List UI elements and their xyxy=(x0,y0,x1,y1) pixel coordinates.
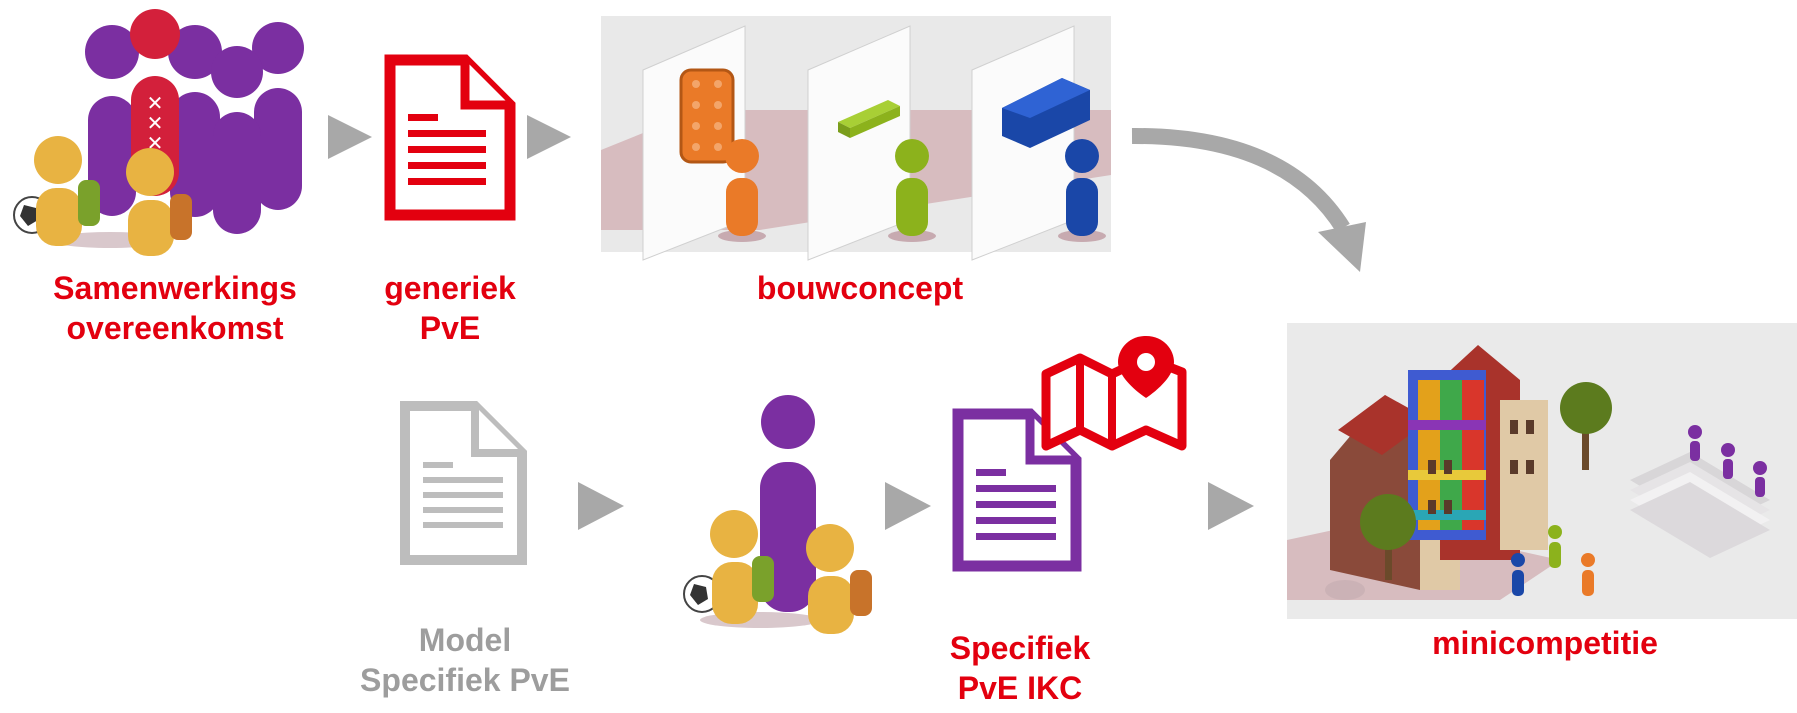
flow-arrow-icon xyxy=(328,115,372,159)
flow-arrow-icon xyxy=(527,115,571,159)
label-specifiek-pve-ikc: Specifiek PvE IKC xyxy=(920,628,1120,708)
label-line: overeenkomst xyxy=(66,310,284,346)
stakeholders-icon xyxy=(683,395,872,634)
label-line: minicompetitie xyxy=(1432,625,1658,661)
label-line: PvE xyxy=(419,310,481,346)
svg-text:✕: ✕ xyxy=(147,111,164,135)
label-samenwerkingsovereenkomst: Samenwerkings overeenkomst xyxy=(30,268,320,348)
school-building-panel xyxy=(1287,323,1797,619)
curved-arrow-icon xyxy=(1131,127,1366,272)
map-pin-icon xyxy=(1041,336,1187,451)
flow-arrow-icon xyxy=(578,482,624,530)
flow-arrow-icon xyxy=(1208,482,1254,530)
flow-arrow-icon xyxy=(885,482,931,530)
label-minicompetitie: minicompetitie xyxy=(1395,623,1695,663)
svg-text:✕: ✕ xyxy=(147,91,164,115)
document-red-icon xyxy=(384,54,516,221)
label-line: Model xyxy=(418,622,512,658)
people-group-icon: ✕ ✕ ✕ xyxy=(13,9,304,256)
label-bouwconcept: bouwconcept xyxy=(740,268,980,308)
document-purple-icon xyxy=(952,408,1082,572)
label-model-specifiek-pve: Model Specifiek PvE xyxy=(340,620,590,700)
building-blocks-panel xyxy=(601,16,1111,261)
document-grey-icon xyxy=(400,401,527,565)
label-line: Samenwerkings xyxy=(53,270,297,306)
label-line: generiek xyxy=(384,270,516,306)
label-line: bouwconcept xyxy=(756,270,964,306)
label-line: Specifiek xyxy=(949,630,1091,666)
label-generiek-pve: generiek PvE xyxy=(365,268,535,348)
label-line: PvE IKC xyxy=(957,670,1083,706)
label-line: Specifiek PvE xyxy=(360,662,570,698)
